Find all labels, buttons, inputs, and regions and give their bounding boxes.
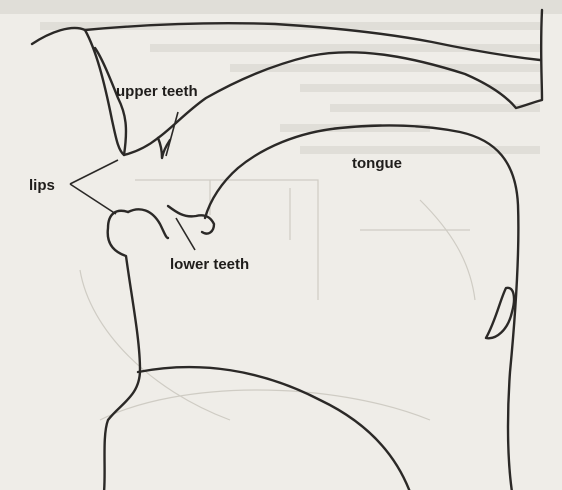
lower-lip-and-jaw-outline (104, 211, 140, 490)
faint-guide-lines (80, 180, 475, 420)
epiglottis-outline (486, 288, 514, 338)
lips-leader-upper (70, 160, 118, 184)
background-bleed (0, 0, 562, 154)
upper-teeth-label: upper teeth (116, 84, 198, 99)
neck-outline (138, 367, 410, 490)
tongue-label: tongue (352, 156, 402, 171)
lower-lip-inner-outline (128, 209, 168, 238)
lower-teeth-leader (176, 218, 195, 250)
lips-label: lips (29, 178, 55, 193)
lips-leader-lower (70, 184, 116, 214)
lower-teeth-label: lower teeth (170, 257, 249, 272)
upper-teeth-leader (166, 112, 178, 156)
